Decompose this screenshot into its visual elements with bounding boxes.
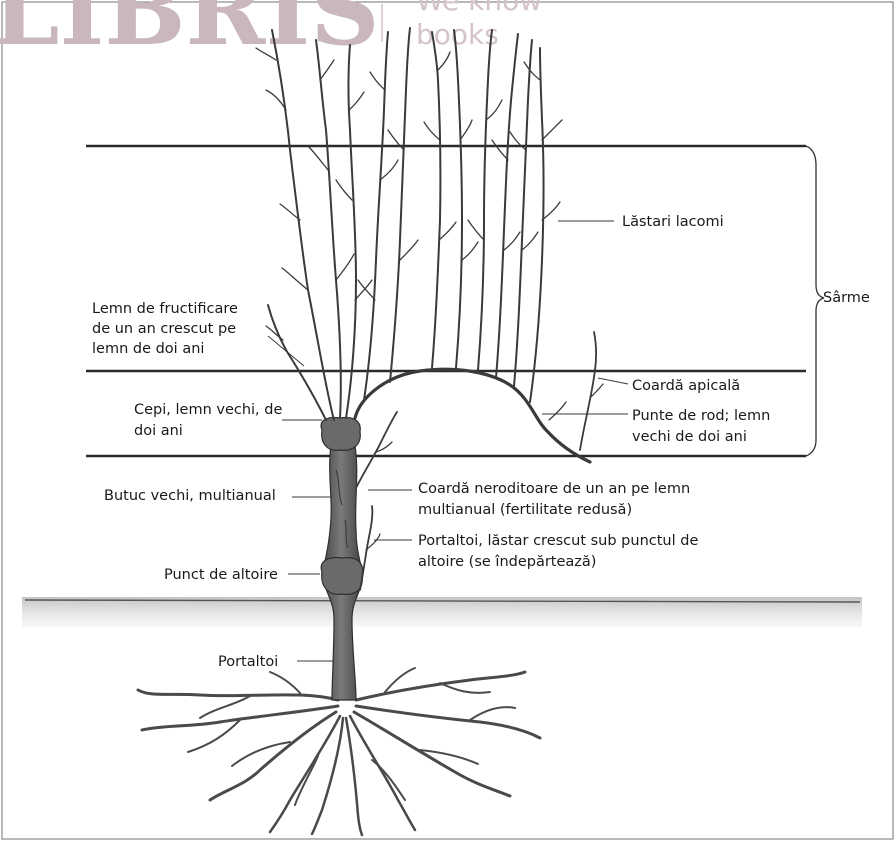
apical-cane [580,332,596,450]
watermark-tagline-2: books [416,18,499,51]
label-fruiting-bridge-1: Punte de rod; lemn [632,408,770,424]
label-old-trunk: Butuc vechi, multianual [104,488,276,504]
label-rootstock: Portaltoi [218,654,278,670]
label-fruiting-wood-2: de un an crescut pe [92,321,236,337]
label-fruiting-wood-3: lemn de doi ani [92,341,204,357]
unproductive-cane [356,412,397,488]
watermark-brand: LIBRIS [0,0,380,67]
label-fruiting-bridge-2: vechi de doi ani [632,429,747,445]
label-water-shoots: Lăstari lacomi [622,214,724,230]
label-wires: Sârme [823,290,870,306]
label-rootstock-shoot-1: Portaltoi, lăstar crescut sub punctul de [418,533,698,549]
label-rootstock-shoot-2: altoire (se îndepărtează) [418,554,596,570]
watermark-tagline-1: We know [416,0,542,17]
water-shoots [256,28,566,420]
rootstock-shoot [360,506,372,590]
label-graft-point: Punct de altoire [164,567,278,583]
vine-trunk [321,418,362,701]
label-spurs-1: Cepi, lemn vechi, de [134,402,282,418]
label-fruiting-wood-1: Lemn de fructificare [92,301,238,317]
graft-union [321,558,362,595]
label-unproductive-cane-1: Coardă neroditoare de un an pe lemn [418,481,690,497]
label-unproductive-cane-2: multianual (fertilitate redusă) [418,502,632,518]
label-apical-cane: Coardă apicală [632,378,740,394]
leader-lines [268,221,628,661]
wires-bracket [806,146,824,456]
label-spurs-2: doi ani [134,423,183,439]
vine-head [321,418,360,451]
